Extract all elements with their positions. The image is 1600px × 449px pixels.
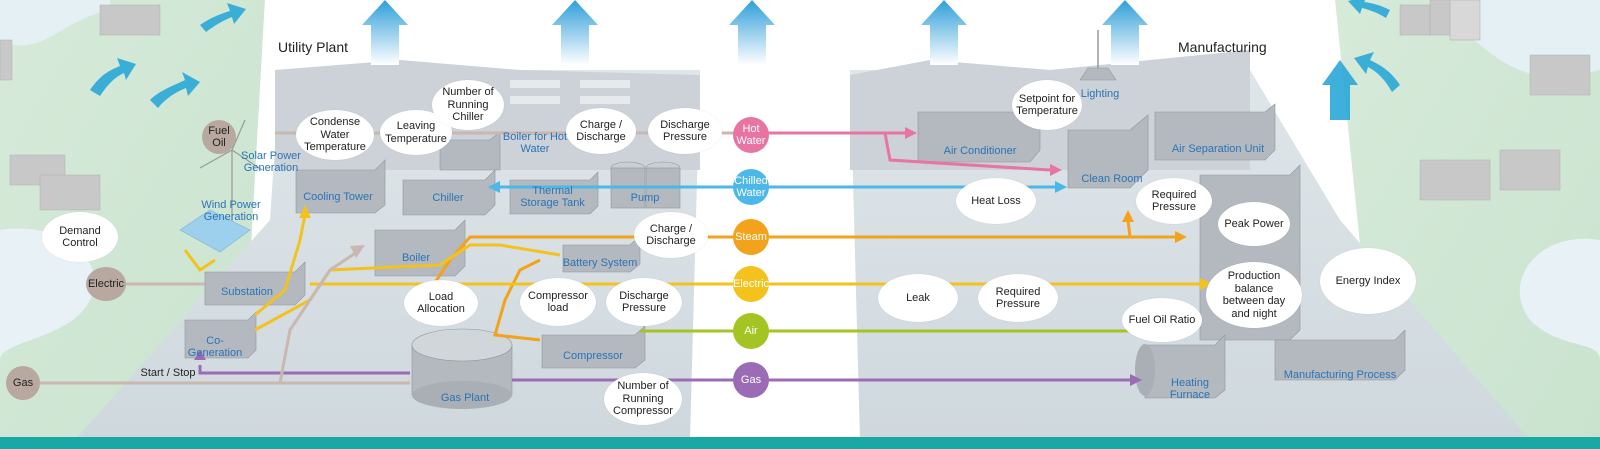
battery-block [562,235,641,273]
manufacturing-title: Manufacturing [1178,39,1267,55]
leak-bubble: Leak [878,274,958,322]
lighting-lamp [1079,30,1117,81]
gas-node: Gas [733,362,769,398]
cogeneration-block [184,311,257,359]
air-conditioner-label: Air Conditioner [943,145,1017,157]
wind-power-label: Wind Power Generation [201,199,261,223]
thermal-storage-label: Thermal Storage Tank [520,185,585,209]
houses-left [0,4,161,211]
fuel-oil-ratio-bubble: Fuel Oil Ratio [1122,298,1202,342]
gas-plant-tank [411,328,513,409]
lighting-label: Lighting [1080,88,1120,100]
chiller-block [402,169,496,216]
required-pressure-bubble-1: Required Pressure [1136,178,1212,224]
electric-source: Electric [86,267,126,301]
boiler-hot-water-label: Boiler for Hot Water [502,131,568,155]
manufacturing-process-block [1274,329,1406,381]
cooling-tower-label: Cooling Tower [303,191,373,203]
required-pressure-bubble-2: Required Pressure [978,274,1058,322]
compressor-label: Compressor [563,350,623,362]
gas-plant-label: Gas Plant [440,392,490,404]
manufacturing-process-label: Manufacturing Process [1283,369,1397,381]
bottom-band [0,437,1600,449]
pump-label: Pump [630,192,660,204]
heating-furnace-label: Heating Furnace [1169,377,1211,401]
chiller-label: Chiller [432,192,464,204]
battery-label: Battery System [562,257,638,269]
clean-room-block [1067,114,1149,189]
heat-loss-bubble: Heat Loss [956,178,1036,224]
chilled-water-node: Chilled Water [733,169,769,205]
num-running-chiller-bubble: Number of Running Chiller [432,80,504,130]
cooling-tower-block [295,159,386,214]
substation-label: Substation [221,286,273,298]
compressor-block [541,325,646,369]
electric-node: Electric [733,266,769,302]
solar-power-label: Solar Power Generation [241,150,301,174]
air-node: Air [733,313,769,349]
heat-release-arrows [362,0,1148,65]
energy-index-bubble: Energy Index [1320,248,1416,314]
heating-furnace-block [1144,334,1226,399]
setpoint-temp-bubble: Setpoint for Temperature [1012,80,1082,130]
utility-plant-title: Utility Plant [278,39,349,55]
load-allocation-bubble: Load Allocation [404,280,478,326]
production-balance-bubble: Production balance between day and night [1206,262,1302,328]
condense-water-temp-bubble: Condense Water Temperature [296,110,374,160]
curved-arrows [90,0,1400,120]
start-stop-label: Start / Stop [140,367,196,379]
discharge-pressure-bubble-1: Discharge Pressure [648,108,722,154]
gas-source: Gas [6,366,40,400]
boiler-label: Boiler [401,252,431,264]
solar-panel [179,209,251,253]
clean-room-label: Clean Room [1081,173,1143,185]
thermal-storage-block [509,171,599,215]
charge-discharge-bubble-2: Charge / Discharge [634,212,708,258]
charge-discharge-bubble-1: Charge / Discharge [566,108,636,154]
cogeneration-label: Co-Generation [187,335,243,359]
demand-control-bubble: Demand Control [42,212,118,262]
discharge-pressure-bubble-2: Discharge Pressure [606,278,682,326]
fuel-oil-source: Fuel Oil [202,120,236,154]
air-separation-label: Air Separation Unit [1171,143,1265,155]
compressor-load-bubble: Compressor load [520,278,596,326]
air-separation-block [1154,103,1276,161]
utility-equipment [184,131,646,369]
num-running-compressor-bubble: Number of Running Compressor [604,373,682,425]
hot-water-node: Hot Water [733,117,769,153]
peak-power-bubble: Peak Power [1218,202,1290,246]
steam-node: Steam [733,219,769,255]
